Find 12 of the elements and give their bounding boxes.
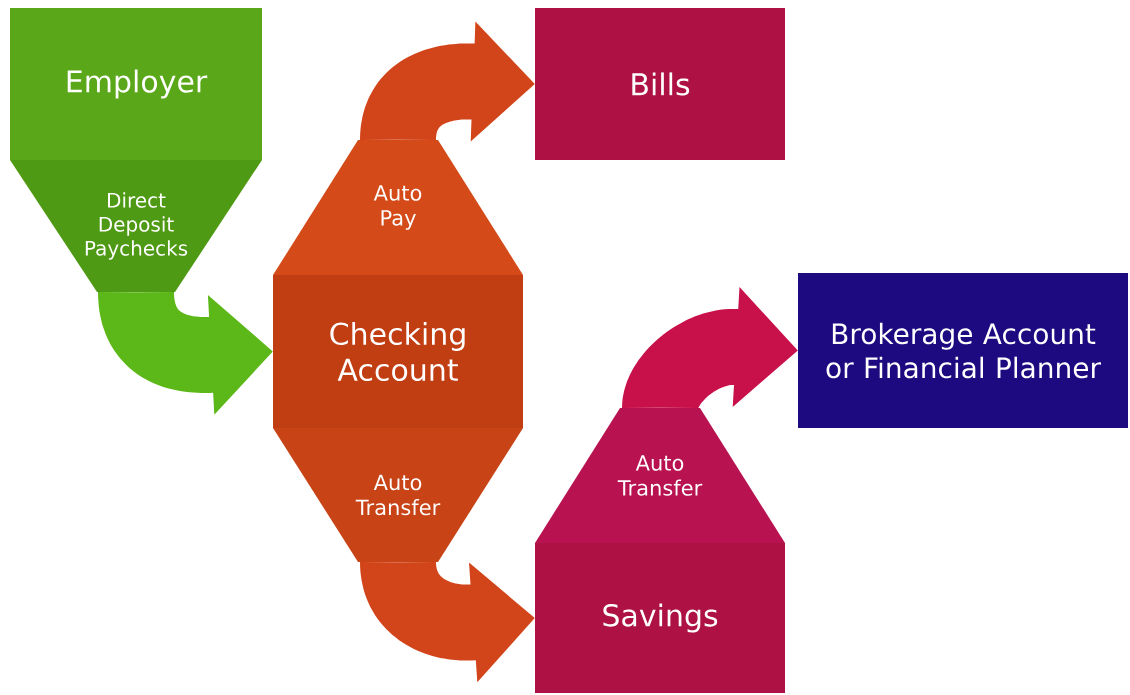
curved-arrow xyxy=(360,562,535,683)
account-box: Bills xyxy=(535,8,785,160)
account-box: Checking Account xyxy=(273,275,523,428)
account-box: Brokerage Account or Financial Planner xyxy=(798,273,1128,428)
curved-arrow xyxy=(360,21,535,142)
trapezoid-band: Auto Transfer xyxy=(273,428,523,562)
trapezoid-band: Direct Deposit Paychecks xyxy=(10,160,262,292)
trapezoid-band: Auto Transfer xyxy=(535,408,785,543)
account-box: Employer xyxy=(10,8,262,160)
account-box: Savings xyxy=(535,543,785,693)
trapezoid-band: Auto Pay xyxy=(273,140,523,275)
curved-arrow xyxy=(98,292,273,415)
